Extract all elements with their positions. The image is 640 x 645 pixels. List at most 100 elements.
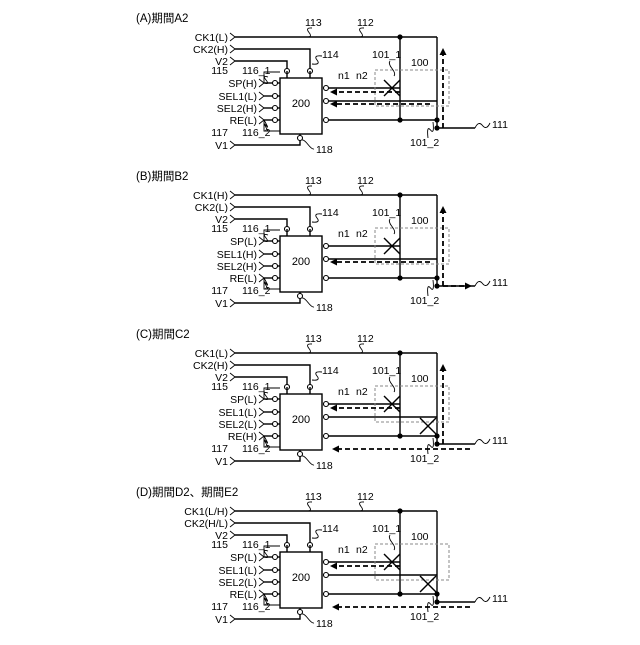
- input-arrow-icon: [259, 237, 264, 245]
- arrow-head: [465, 283, 472, 290]
- input-arrow-icon: [230, 373, 235, 381]
- input-arrow-icon: [259, 395, 264, 403]
- label-100: 100: [411, 531, 429, 543]
- terminal-circle: [324, 276, 329, 281]
- leader-line: [428, 280, 434, 296]
- ck2-to-block: [291, 365, 310, 387]
- terminal-circle: [324, 573, 329, 578]
- input-label: SP(H): [228, 78, 257, 90]
- label-114: 114: [322, 523, 339, 535]
- input-label: SEL1(L): [218, 565, 257, 577]
- label-111: 111: [492, 119, 508, 131]
- label-112: 112: [357, 491, 374, 503]
- label-101-2: 101_2: [410, 137, 439, 149]
- label-114: 114: [322, 49, 339, 61]
- label-116-1: 116_1: [242, 223, 271, 235]
- input-arrow-icon: [259, 590, 264, 598]
- input-arrow-icon: [230, 615, 235, 623]
- input-label: SEL2(L): [218, 419, 257, 431]
- block-label: 200: [292, 256, 310, 268]
- input-label: SP(L): [230, 394, 257, 406]
- label-n2: n2: [356, 70, 368, 82]
- leader-line: [358, 344, 364, 353]
- input-label: SP(L): [230, 552, 257, 564]
- terminal-circle: [273, 252, 278, 257]
- input-arrow-icon: [230, 457, 235, 465]
- label-n1: n1: [338, 544, 350, 556]
- leader-line: [312, 56, 322, 64]
- terminal-circle: [273, 81, 278, 86]
- leader-line: [302, 140, 314, 149]
- junction-dot: [434, 441, 439, 446]
- terminal-circle: [298, 452, 303, 457]
- label-n2: n2: [356, 544, 368, 556]
- label-111: 111: [492, 593, 508, 605]
- leader-line: [389, 61, 394, 76]
- input-label: CK2(H): [193, 44, 228, 56]
- input-arrow-icon: [230, 141, 235, 149]
- input-arrow-icon: [259, 578, 264, 586]
- label-112: 112: [357, 175, 374, 187]
- label-118: 118: [316, 302, 333, 314]
- terminal-circle: [324, 257, 329, 262]
- leader-line: [302, 298, 314, 307]
- terminal-circle: [273, 106, 278, 111]
- input-arrow-icon: [230, 361, 235, 369]
- input-arrow-icon: [230, 349, 235, 357]
- input-label: CK1(L): [195, 348, 228, 360]
- terminal-circle: [273, 397, 278, 402]
- input-label: V1: [215, 614, 228, 626]
- label-101-2: 101_2: [410, 295, 439, 307]
- input-label: V1: [215, 298, 228, 310]
- ck2-to-block: [291, 207, 310, 229]
- junction-dot: [434, 599, 439, 604]
- label-112: 112: [357, 333, 374, 345]
- leader-line: [358, 28, 364, 37]
- leader-line: [306, 186, 312, 195]
- label-117: 117: [211, 601, 228, 613]
- input-label: RE(L): [230, 273, 257, 285]
- label-n1: n1: [338, 228, 350, 240]
- leader-line: [389, 219, 394, 234]
- label-n1: n1: [338, 70, 350, 82]
- junction-dot: [397, 117, 402, 122]
- leader-line: [312, 530, 322, 538]
- v1-wire: [235, 296, 300, 303]
- input-label: CK2(H/L): [184, 518, 228, 530]
- label-101-1: 101_1: [372, 207, 401, 219]
- v1-wire: [235, 138, 300, 145]
- panel-d: (D)期間D2、期間E2CK1(L/H)CK2(H/L)V2SP(L)SEL1(…: [136, 486, 508, 630]
- panel-a: (A)期間A2CK1(L)CK2(H)V2SP(H)SEL1(L)SEL2(H)…: [136, 12, 508, 156]
- label-118: 118: [316, 144, 333, 156]
- leader-line: [306, 502, 312, 511]
- input-label: V1: [215, 140, 228, 152]
- panel-c: (C)期間C2CK1(L)CK2(H)V2SP(L)SEL1(L)SEL2(L)…: [136, 328, 508, 472]
- label-n1: n1: [338, 386, 350, 398]
- block-label: 200: [292, 414, 310, 426]
- terminal-circle: [273, 580, 278, 585]
- leader-line: [475, 597, 490, 602]
- terminal-circle: [298, 610, 303, 615]
- input-arrow-icon: [230, 57, 235, 65]
- input-label: RE(H): [228, 431, 257, 443]
- terminal-circle: [273, 264, 278, 269]
- label-116-1: 116_1: [242, 381, 271, 393]
- input-label: CK1(H): [193, 190, 228, 202]
- input-arrow-icon: [230, 45, 235, 53]
- input-label: SEL2(H): [217, 103, 257, 115]
- label-111: 111: [492, 277, 508, 289]
- terminal-circle: [298, 294, 303, 299]
- terminal-circle: [324, 434, 329, 439]
- input-arrow-icon: [230, 215, 235, 223]
- leader-line: [302, 456, 314, 465]
- leader-line: [389, 535, 394, 550]
- leader-line: [312, 214, 322, 222]
- input-label: CK1(L/H): [184, 506, 228, 518]
- leader-line: [312, 372, 322, 380]
- v1-wire: [235, 612, 300, 619]
- label-118: 118: [316, 460, 333, 472]
- input-arrow-icon: [230, 191, 235, 199]
- terminal-circle: [273, 276, 278, 281]
